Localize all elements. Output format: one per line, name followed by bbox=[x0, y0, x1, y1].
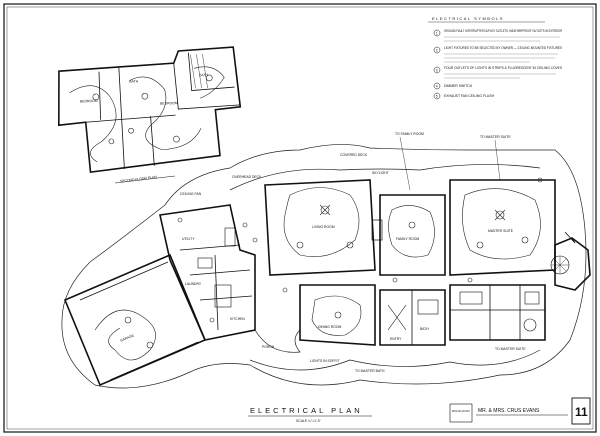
client-name: MR. & MRS. CRUS EVANS bbox=[478, 408, 540, 414]
note-to-family-room: TO FAMILY ROOM bbox=[395, 132, 424, 136]
utility-label: UTILITY bbox=[182, 237, 195, 241]
sheet-inner-border bbox=[6, 6, 594, 430]
legend-text-4: DIMMER SWITCH bbox=[444, 84, 473, 88]
family-room: FAMILY ROOM bbox=[379, 194, 446, 276]
plan-title: ELECTRICAL PLAN bbox=[250, 406, 363, 415]
garage-wing: GARAGE bbox=[63, 253, 207, 387]
living-label: LIVING ROOM bbox=[312, 225, 335, 229]
legend-num-1: 1 bbox=[436, 31, 438, 35]
note-to-master-suite-2: TO MASTER SUITE bbox=[495, 347, 526, 351]
legend-text-5: EXHAUST FAN CEILING FLUSH bbox=[444, 94, 495, 98]
entry-label: ENTRY bbox=[390, 337, 402, 341]
legend-heading: ELECTRICAL SYMBOLS bbox=[432, 16, 504, 21]
main-floor-plan: GARAGE KITCHEN UTILITY LAUNDRY LIVING RO… bbox=[61, 132, 591, 389]
legend-text-3: FOUR OUTLETS OF LIGHTS IN STRIPS & FLUOR… bbox=[444, 66, 563, 70]
garage-label: GARAGE bbox=[120, 333, 136, 342]
bath-label: BATH bbox=[420, 327, 429, 331]
note-skylight: SKYLIGHT bbox=[372, 171, 389, 175]
porch-label: PORCH bbox=[262, 345, 275, 349]
legend-num-4: 4 bbox=[436, 84, 438, 88]
note-to-master-bath: TO MASTER BATH bbox=[355, 369, 385, 373]
legend-num-3: 3 bbox=[436, 68, 438, 72]
upper-plan-label: SECOND FLOOR PLAN bbox=[120, 175, 158, 184]
fixture-symbols bbox=[177, 177, 543, 323]
porch: PORCH bbox=[254, 329, 301, 353]
tower bbox=[550, 231, 591, 291]
master-suite: MASTER SUITE bbox=[449, 179, 556, 276]
legend-text-2: LIGHT FIXTURES TO BE SELECTED BY OWNER —… bbox=[444, 46, 563, 50]
dining-label: DINING ROOM bbox=[318, 325, 342, 329]
title-block: BRUCE GOFF ARCHITECT MR. & MRS. CRUS EVA… bbox=[449, 397, 591, 425]
plan-scale: SCALE ¼"=1'-0" bbox=[296, 419, 322, 423]
entry-bath: ENTRY BATH bbox=[379, 289, 446, 346]
electrical-legend: ELECTRICAL SYMBOLS 1 GROUND FAULT INTERR… bbox=[428, 16, 563, 100]
upper-room-label-3: BATH bbox=[129, 79, 138, 83]
dining-room: DINING ROOM bbox=[299, 284, 376, 346]
site-outline bbox=[61, 144, 587, 389]
upper-room-label-4: BATH bbox=[199, 73, 208, 77]
service-block: KITCHEN UTILITY LAUNDRY bbox=[159, 204, 256, 341]
note-ceiling-fan: CEILING FAN bbox=[180, 192, 202, 196]
upper-floor-plan: BEDROOM BEDROOM BATH BATH bbox=[58, 46, 242, 174]
firm-name: BRUCE GOFF ARCHITECT bbox=[452, 409, 470, 413]
family-label: FAMILY ROOM bbox=[396, 237, 419, 241]
laundry-label: LAUNDRY bbox=[185, 282, 202, 286]
living-room: LIVING ROOM bbox=[264, 179, 383, 276]
master-label: MASTER SUITE bbox=[488, 229, 514, 233]
legend-text-1: GROUND FAULT INTERRUPTER DUPLEX OUTLETS,… bbox=[444, 29, 562, 33]
master-bath-block bbox=[449, 284, 546, 341]
upper-room-label-2: BEDROOM bbox=[160, 101, 178, 106]
note-to-master-suite-1: TO MASTER SUITE bbox=[480, 135, 511, 139]
kitchen-label: KITCHEN bbox=[230, 317, 245, 321]
legend-num-5: 5 bbox=[436, 94, 438, 98]
legend-num-2: 2 bbox=[436, 48, 438, 52]
sheet-border bbox=[3, 3, 597, 433]
upper-room-label-1: BEDROOM bbox=[80, 99, 98, 104]
note-lights-in-soffit: LIGHTS IN SOFFIT bbox=[310, 359, 340, 363]
note-covered-deck: COVERED DECK bbox=[340, 153, 368, 157]
note-overhead-deck: OVERHEAD DECK bbox=[232, 175, 262, 179]
sheet-number: 11 bbox=[575, 405, 588, 419]
